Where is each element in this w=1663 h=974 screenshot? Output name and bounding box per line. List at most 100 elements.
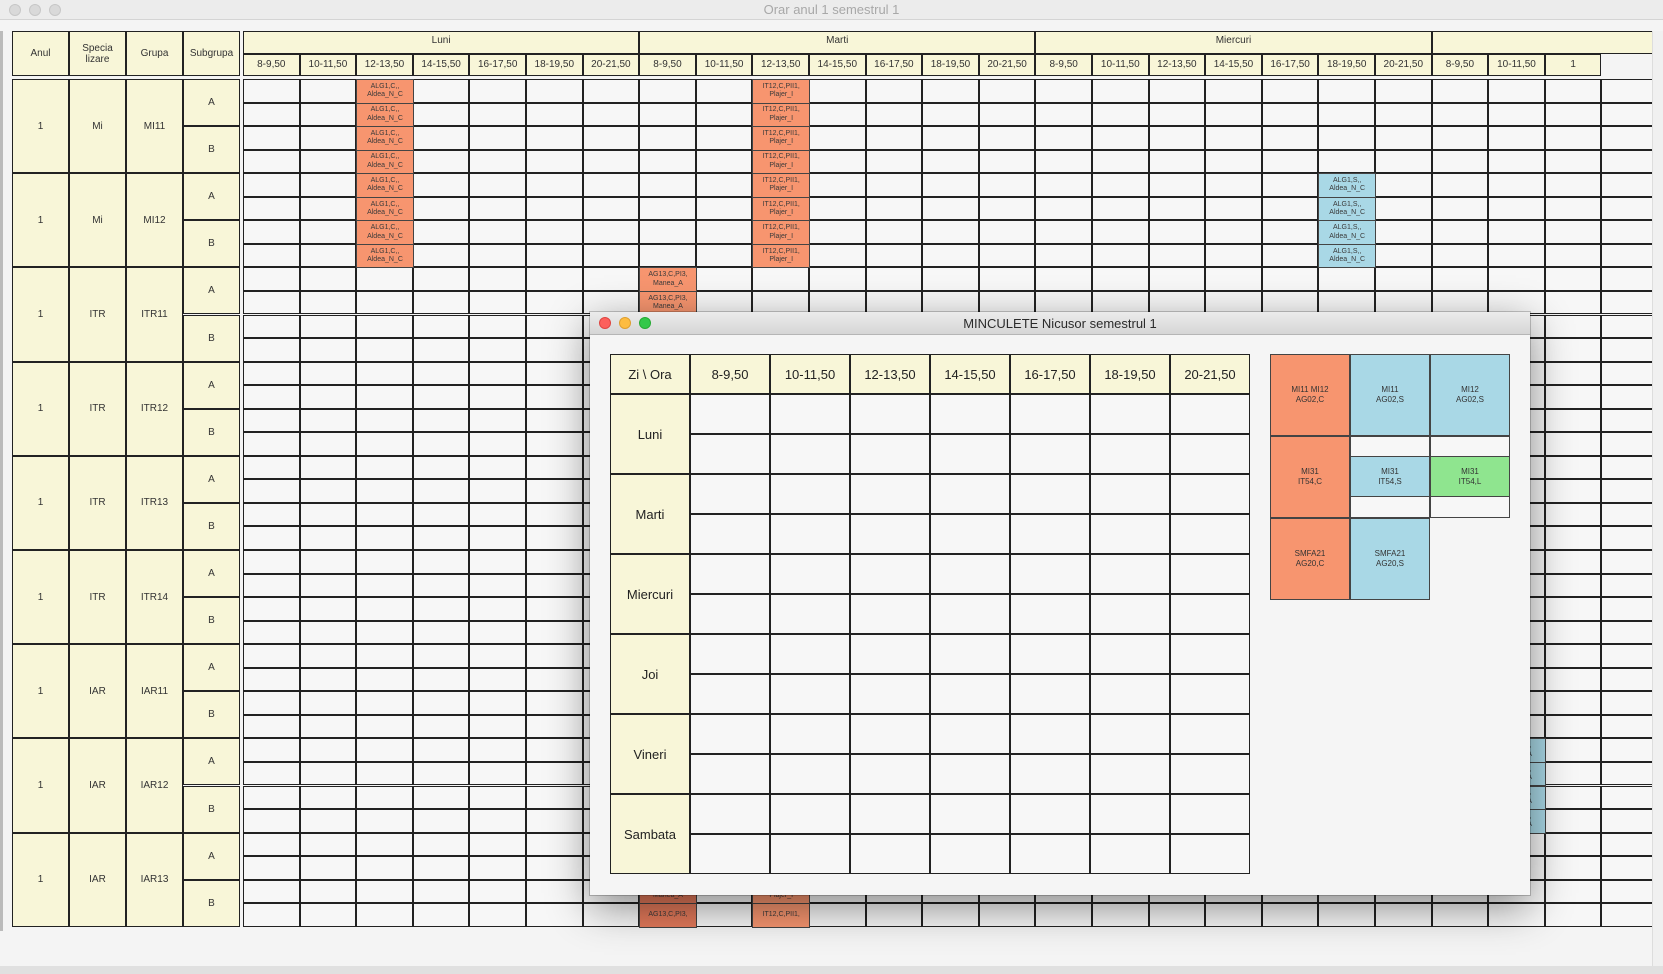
schedule-slot[interactable] xyxy=(412,196,470,221)
schedule-slot[interactable] xyxy=(1544,738,1602,762)
schedule-slot[interactable] xyxy=(1035,903,1092,927)
schedule-slot[interactable] xyxy=(1035,149,1092,174)
schedule-slot[interactable] xyxy=(299,173,357,197)
schedule-slot[interactable] xyxy=(412,173,470,197)
schedule-slot[interactable] xyxy=(582,79,640,103)
schedule-slot[interactable] xyxy=(1601,644,1653,668)
schedule-slot[interactable] xyxy=(526,691,583,715)
schedule-slot[interactable] xyxy=(978,196,1036,221)
schedule-slot[interactable] xyxy=(978,220,1036,244)
class-event[interactable]: ALG1,C,, Aldea_N_C xyxy=(356,173,414,198)
schedule-slot[interactable] xyxy=(412,385,470,409)
schedule-slot[interactable] xyxy=(469,149,526,174)
schedule-slot[interactable] xyxy=(299,644,357,668)
teacher-slot[interactable] xyxy=(1010,834,1090,874)
schedule-slot[interactable] xyxy=(1488,267,1545,291)
teacher-slot[interactable] xyxy=(690,834,770,874)
teacher-slot[interactable] xyxy=(1090,434,1170,474)
schedule-slot[interactable] xyxy=(526,455,583,480)
schedule-slot[interactable] xyxy=(1318,903,1375,927)
teacher-slot[interactable] xyxy=(770,634,850,674)
schedule-slot[interactable] xyxy=(1544,714,1602,739)
teacher-slot[interactable] xyxy=(770,674,850,714)
teacher-slot[interactable] xyxy=(690,674,770,714)
teacher-slot[interactable] xyxy=(930,754,1010,794)
teacher-slot[interactable] xyxy=(1010,474,1090,514)
schedule-slot[interactable] xyxy=(356,597,413,621)
schedule-slot[interactable] xyxy=(582,196,640,221)
schedule-slot[interactable] xyxy=(243,691,300,715)
class-event[interactable]: ALG1,C,, Aldea_N_C xyxy=(356,196,414,222)
schedule-slot[interactable] xyxy=(865,102,923,127)
schedule-slot[interactable] xyxy=(1601,903,1653,927)
schedule-slot[interactable] xyxy=(1544,149,1602,174)
schedule-slot[interactable] xyxy=(243,550,300,574)
schedule-slot[interactable] xyxy=(299,809,357,833)
schedule-slot[interactable] xyxy=(243,667,300,692)
teacher-slot[interactable] xyxy=(1090,514,1170,554)
schedule-slot[interactable] xyxy=(639,243,696,268)
schedule-slot[interactable] xyxy=(1148,903,1206,927)
schedule-slot[interactable] xyxy=(1601,714,1653,739)
schedule-slot[interactable] xyxy=(978,149,1036,174)
schedule-slot[interactable] xyxy=(243,79,300,103)
schedule-slot[interactable] xyxy=(922,220,979,244)
schedule-slot[interactable] xyxy=(1544,126,1602,150)
schedule-slot[interactable] xyxy=(243,338,300,362)
schedule-slot[interactable] xyxy=(1601,691,1653,715)
class-event[interactable]: AG13,C,PI3, Manea_A xyxy=(639,290,697,316)
schedule-slot[interactable] xyxy=(1261,903,1319,927)
schedule-slot[interactable] xyxy=(639,102,696,127)
teacher-slot[interactable] xyxy=(1090,634,1170,674)
schedule-slot[interactable] xyxy=(1375,126,1432,150)
schedule-slot[interactable] xyxy=(299,597,357,621)
schedule-slot[interactable] xyxy=(1544,196,1602,221)
schedule-slot[interactable] xyxy=(809,243,866,268)
schedule-slot[interactable] xyxy=(1092,290,1149,315)
schedule-slot[interactable] xyxy=(1431,243,1489,268)
schedule-slot[interactable] xyxy=(1205,79,1262,103)
schedule-slot[interactable] xyxy=(922,79,979,103)
schedule-slot[interactable] xyxy=(469,290,526,315)
schedule-slot[interactable] xyxy=(469,644,526,668)
schedule-slot[interactable] xyxy=(469,761,526,786)
teacher-slot[interactable] xyxy=(1170,474,1250,514)
schedule-slot[interactable] xyxy=(1601,196,1653,221)
schedule-slot[interactable] xyxy=(243,761,300,786)
schedule-slot[interactable] xyxy=(299,620,357,645)
schedule-slot[interactable] xyxy=(243,573,300,598)
schedule-slot[interactable] xyxy=(1488,243,1545,268)
schedule-slot[interactable] xyxy=(356,620,413,645)
teacher-slot[interactable] xyxy=(690,474,770,514)
schedule-slot[interactable] xyxy=(469,455,526,480)
teacher-slot[interactable] xyxy=(690,554,770,594)
schedule-slot[interactable] xyxy=(1205,173,1262,197)
schedule-slot[interactable] xyxy=(356,714,413,739)
teacher-slot[interactable] xyxy=(850,394,930,434)
schedule-slot[interactable] xyxy=(356,290,413,315)
schedule-slot[interactable] xyxy=(356,903,413,927)
schedule-slot[interactable] xyxy=(1205,290,1262,315)
schedule-slot[interactable] xyxy=(1205,149,1262,174)
schedule-slot[interactable] xyxy=(639,126,696,150)
teacher-slot[interactable] xyxy=(690,594,770,634)
class-event[interactable]: ALG1,C,, Aldea_N_C xyxy=(356,149,414,175)
schedule-slot[interactable] xyxy=(1544,385,1602,409)
class-event[interactable]: IT12,C,PII1, Plajer_I xyxy=(752,102,810,128)
class-event[interactable]: IT12,C,PII1, Plajer_I xyxy=(752,149,810,175)
class-event[interactable]: AG13,C,PI3, Manea_A xyxy=(639,267,697,292)
teacher-slot[interactable] xyxy=(930,554,1010,594)
schedule-slot[interactable] xyxy=(1544,220,1602,244)
class-event[interactable]: ALG1,S,, Aldea_N_C xyxy=(1318,173,1376,198)
class-event[interactable]: ALG1,C,, Aldea_N_C xyxy=(356,79,414,104)
schedule-slot[interactable] xyxy=(299,408,357,433)
schedule-slot[interactable] xyxy=(526,149,583,174)
schedule-slot[interactable] xyxy=(469,385,526,409)
teacher-slot[interactable] xyxy=(930,834,1010,874)
schedule-slot[interactable] xyxy=(356,361,413,386)
teacher-slot[interactable] xyxy=(1170,634,1250,674)
class-event[interactable]: ALG1,S,, Aldea_N_C xyxy=(1318,220,1376,245)
class-event[interactable]: IT12,C,PII1, xyxy=(752,903,810,928)
